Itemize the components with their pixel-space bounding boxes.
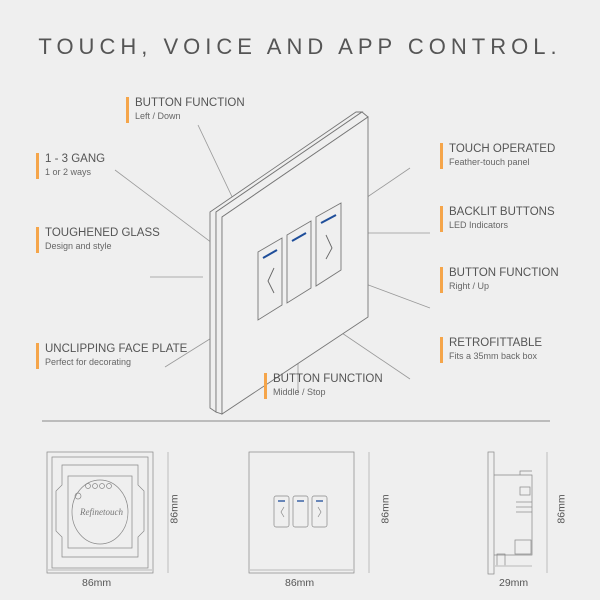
switch-3d [209, 111, 369, 415]
callout-title: BACKLIT BUTTONS [449, 206, 555, 218]
callout-button-function-middle: BUTTON FUNCTION Middle / Stop [264, 373, 383, 399]
callout-subtitle: Design and style [45, 241, 112, 251]
chevron-right-icon [317, 506, 322, 518]
chevron-left-icon [280, 506, 285, 518]
callout-title: BUTTON FUNCTION [449, 267, 559, 279]
callout-subtitle: Right / Up [449, 281, 490, 291]
back-height-label: 86mm [168, 494, 181, 524]
callout-toughened-glass: TOUGHENED GLASS Design and style [36, 227, 160, 253]
callout-button-function-left: BUTTON FUNCTION Left / Down [126, 97, 245, 123]
callout-subtitle: Fits a 35mm back box [449, 351, 538, 361]
leader-line [335, 328, 411, 380]
chevron-right-icon [325, 234, 333, 260]
callout-subtitle: Left / Down [135, 111, 181, 121]
callout-gang: 1 - 3 GANG 1 or 2 ways [36, 153, 105, 179]
callout-title: BUTTON FUNCTION [135, 97, 245, 109]
middle-button [286, 220, 312, 304]
callout-subtitle: 1 or 2 ways [45, 167, 92, 177]
side-view [487, 451, 533, 575]
callout-title: UNCLIPPING FACE PLATE [45, 343, 188, 355]
chevron-left-icon [267, 267, 275, 294]
callout-backlit-buttons: BACKLIT BUTTONS LED Indicators [440, 206, 555, 232]
front-view [248, 451, 355, 574]
callout-button-function-right: BUTTON FUNCTION Right / Up [440, 267, 559, 293]
back-view: Refinetouch [46, 451, 154, 574]
back-width-label: 86mm [82, 577, 112, 589]
page-title: TOUCH, VOICE AND APP CONTROL. [38, 34, 562, 59]
callout-subtitle: Feather-touch panel [449, 157, 530, 167]
touch-buttons [257, 202, 342, 321]
side-height-label: 86mm [555, 494, 568, 524]
callout-title: TOUGHENED GLASS [45, 227, 160, 239]
callout-touch-operated: TOUCH OPERATED Feather-touch panel [440, 143, 555, 169]
callout-title: BUTTON FUNCTION [273, 373, 383, 385]
callout-title: RETROFITTABLE [449, 337, 543, 349]
callout-subtitle: Perfect for decorating [45, 357, 132, 367]
callout-subtitle: Middle / Stop [273, 387, 326, 397]
callout-unclipping-face-plate: UNCLIPPING FACE PLATE Perfect for decora… [36, 343, 187, 369]
callout-title: TOUCH OPERATED [449, 143, 556, 155]
callout-retrofittable: RETROFITTABLE Fits a 35mm back box [440, 337, 542, 363]
front-width-label: 86mm [285, 577, 315, 589]
callout-title: 1 - 3 GANG [45, 153, 106, 165]
brand-logo: Refinetouch [79, 507, 123, 517]
front-height-label: 86mm [379, 494, 392, 524]
side-depth-label: 29mm [499, 577, 529, 589]
callout-subtitle: LED Indicators [449, 220, 509, 230]
